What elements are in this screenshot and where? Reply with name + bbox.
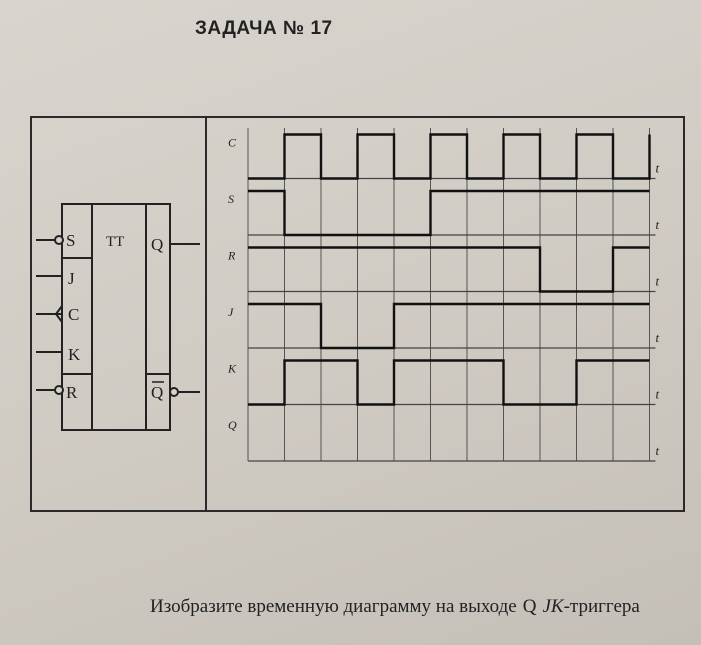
c-input-label: C — [68, 305, 79, 324]
caption-suffix: -триггера — [563, 596, 640, 617]
q-output-label: Q — [151, 235, 163, 254]
r-inversion-circle — [54, 385, 64, 395]
signal-label-j: J — [228, 305, 234, 319]
signal-label-s: S — [228, 192, 234, 206]
waveform-k — [248, 359, 650, 406]
time-symbol: t — [656, 330, 660, 345]
waveform-r — [248, 246, 650, 293]
problem-frame — [30, 116, 685, 512]
signal-label-k: K — [227, 362, 237, 376]
timing-waveforms — [248, 133, 651, 406]
waveform-s — [248, 189, 650, 237]
waveform-c — [248, 133, 651, 180]
time-symbol: t — [656, 387, 660, 402]
j-input-label: J — [68, 269, 75, 288]
q-bar-output-label: Q — [151, 383, 163, 402]
s-input-label: S — [66, 231, 75, 250]
frame-divider — [205, 116, 207, 512]
signal-label-c: C — [228, 136, 237, 150]
caption-jk: JK — [542, 596, 564, 617]
time-symbol: t — [656, 217, 660, 232]
signal-label-r: R — [227, 249, 236, 263]
r-input-label: R — [66, 383, 78, 402]
timing-grid — [247, 128, 656, 462]
waveform-j — [248, 302, 650, 350]
time-symbol: t — [656, 274, 660, 289]
caption-text: Изобразите временную диаграмму на выходе — [150, 596, 517, 617]
k-input-label: K — [68, 345, 81, 364]
task-caption: Изобразите временную диаграмму на выходе… — [150, 596, 640, 618]
problem-title: ЗАДАЧА № 17 — [195, 18, 333, 39]
jk-flip-flop-symbol — [36, 203, 200, 431]
caption-q: Q — [522, 596, 537, 617]
flip-flop-body — [61, 203, 171, 431]
s-inversion-circle — [54, 235, 64, 245]
time-symbol: t — [656, 161, 660, 176]
q-bar-inversion-circle — [169, 387, 179, 397]
c-edge-marker — [54, 305, 63, 323]
time-symbol: t — [656, 443, 660, 458]
block-label: TT — [106, 234, 124, 250]
signal-label-q: Q — [228, 418, 237, 432]
